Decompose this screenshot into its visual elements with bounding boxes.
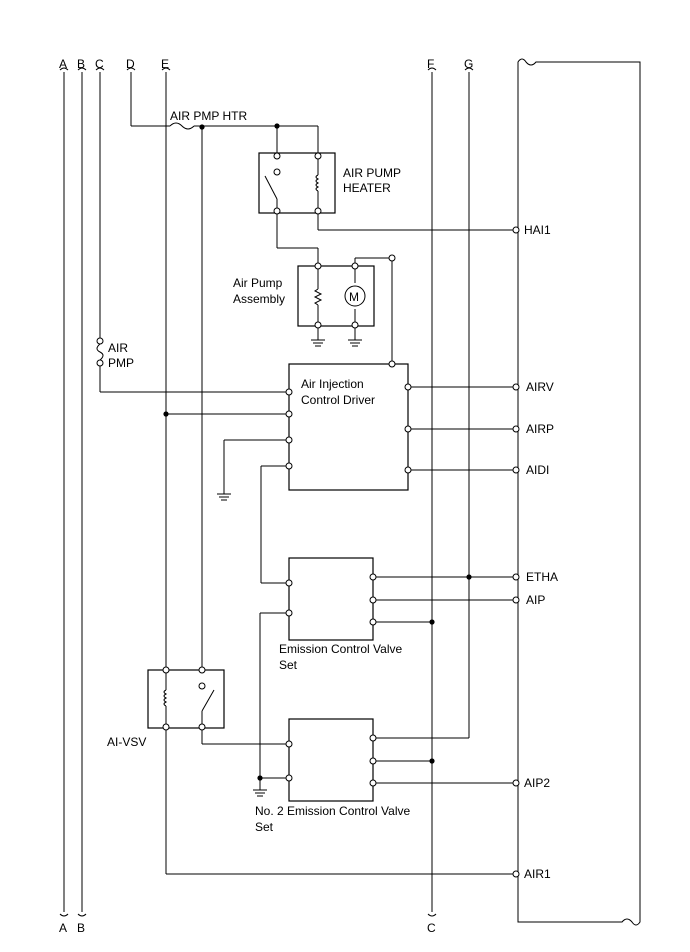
component-labels: AIR PMP HTR AIR PUMP HEATER Air Pump Ass… (107, 109, 411, 834)
driver-label-line2: Control Driver (301, 393, 375, 407)
air-pmp-fuse (96, 337, 104, 367)
vsv-label: AI-VSV (107, 735, 146, 749)
bus-label-a-top: A (59, 57, 67, 71)
bus-label-g-top: G (464, 57, 473, 71)
pin-etha: ETHA (526, 570, 558, 584)
fuse-htr-label: AIR PMP HTR (170, 109, 247, 123)
ecv1-label-line1: Emission Control Valve (279, 642, 402, 656)
ai-vsv-relay (147, 666, 516, 875)
ecm-pin-labels: HAI1 AIRV AIRP AIDI ETHA AIP AIP2 AIR1 (524, 223, 558, 881)
bus-label-f-top: F (427, 57, 434, 71)
bus-label-a-bottom: A (59, 921, 67, 935)
bus-label-e-top: E (161, 57, 169, 71)
ecm-connector-outline (517, 58, 641, 926)
bus-label-c-bottom: C (427, 921, 436, 935)
bus-label-d-top: D (126, 57, 135, 71)
pin-air1: AIR1 (524, 867, 551, 881)
ecm-pin-terminals (512, 226, 520, 878)
air-pump-assembly (297, 254, 396, 364)
motor-symbol-label: M (349, 290, 359, 304)
bus-label-c-top: C (95, 57, 104, 71)
bus-label-b-top: B (77, 57, 85, 71)
pin-aip: AIP (526, 593, 545, 607)
driver-label-line1: Air Injection (301, 377, 364, 391)
ecv2-label-line1: No. 2 Emission Control Valve (255, 804, 411, 818)
ecv1-label-line2: Set (279, 658, 298, 672)
heater-label-line2: HEATER (343, 181, 391, 195)
no2-emission-control-valve-set (285, 718, 516, 802)
pin-hai1: HAI1 (524, 223, 551, 237)
air-injection-control-driver (163, 360, 516, 584)
air-pump-heater-relay (258, 152, 516, 266)
pump-label-line2: Assembly (233, 292, 285, 306)
bus-label-b-bottom: B (77, 921, 85, 935)
pump-label-line1: Air Pump (233, 276, 283, 290)
emission-control-valve-set (253, 557, 516, 797)
fuse-pmp-label-line1: AIR (108, 341, 128, 355)
pin-aip2: AIP2 (524, 776, 550, 790)
fuse-pmp-label-line2: PMP (108, 356, 134, 370)
ecv2-label-line2: Set (255, 820, 274, 834)
bus-letter-labels: A B C D E F G A B C (59, 57, 473, 935)
pin-airv: AIRV (526, 380, 554, 394)
bus-lines (59, 67, 474, 917)
pin-airp: AIRP (526, 422, 554, 436)
heater-label-line1: AIR PUMP (343, 166, 401, 180)
pin-aidi: AIDI (526, 463, 549, 477)
air-pmp-htr-fuse (169, 122, 319, 670)
